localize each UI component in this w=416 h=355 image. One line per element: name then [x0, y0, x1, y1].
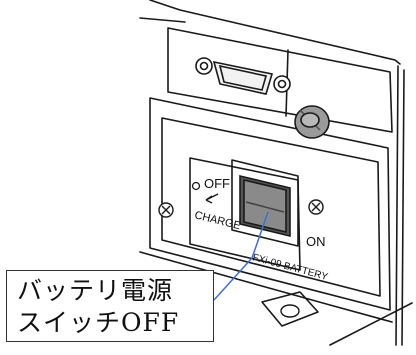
chassis-top-edge-2	[139, 17, 186, 23]
db9-connector	[195, 57, 291, 95]
leader-line	[213, 211, 269, 301]
chassis-bottom-edge	[139, 251, 393, 323]
on-label: ON	[306, 234, 326, 249]
chassis-baseline	[329, 302, 413, 346]
lower-panel-inner	[161, 117, 381, 297]
indicator-lamp	[191, 181, 201, 191]
switch-housing	[231, 159, 299, 247]
chassis-right-edge	[395, 65, 399, 346]
charge-label: CHARGE	[193, 209, 242, 232]
chassis-right-edge-2	[401, 69, 405, 346]
knob	[294, 105, 330, 139]
battery-label: FXi-09 BATTERY	[251, 252, 329, 283]
rocker-switch	[239, 174, 291, 238]
screw-left	[158, 202, 174, 218]
off-label: OFF	[204, 176, 230, 191]
callout-box: バッテリ電源 スイッチOFF	[6, 270, 214, 342]
upper-bay-outline	[167, 27, 393, 133]
callout-line-1: バッテリ電源	[17, 276, 174, 305]
callout-line-2: スイッチOFF	[17, 308, 180, 337]
chassis-top-edge	[149, 0, 401, 65]
off-arrow-icon	[205, 193, 219, 204]
screw-right	[308, 199, 324, 215]
mounting-foot	[261, 291, 319, 327]
foot-hole	[280, 304, 300, 318]
label-area	[189, 157, 301, 271]
